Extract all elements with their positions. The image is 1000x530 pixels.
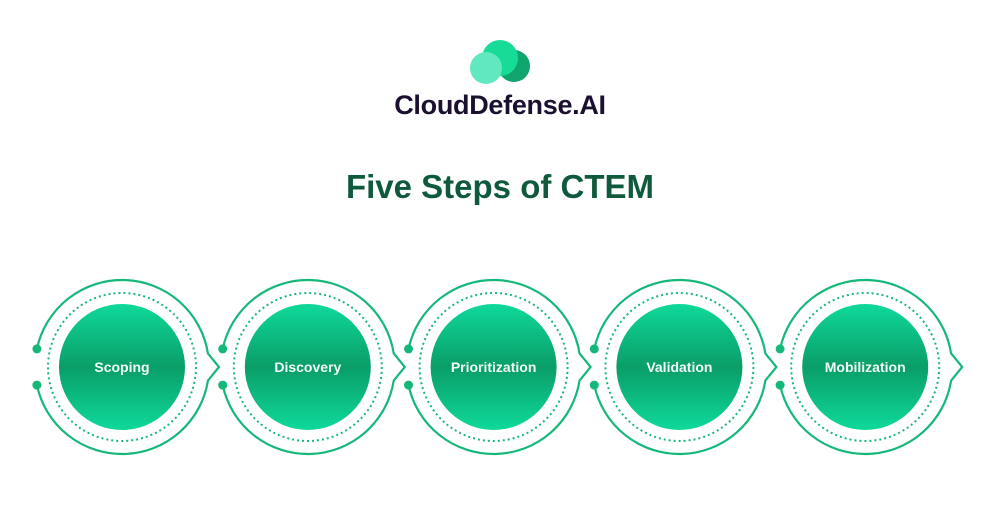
outer-ring-arrow bbox=[593, 278, 778, 456]
step-prioritization: Prioritization bbox=[404, 278, 593, 456]
step-discovery: Discovery bbox=[218, 278, 407, 456]
connector-dot-icon bbox=[775, 344, 785, 354]
step-label: Mobilization bbox=[825, 359, 906, 375]
step-circle bbox=[244, 304, 371, 430]
dotted-ring bbox=[47, 292, 197, 442]
dotted-ring bbox=[604, 292, 755, 442]
outer-ring-arrow bbox=[779, 278, 964, 456]
connector-dot-icon bbox=[589, 344, 599, 354]
step-label: Scoping bbox=[94, 359, 149, 375]
step-circle bbox=[59, 304, 185, 430]
dotted-ring bbox=[790, 292, 941, 442]
brand-name: CloudDefense.AI bbox=[394, 90, 606, 120]
step-mobilization: Mobilization bbox=[775, 278, 964, 456]
step-circle bbox=[430, 304, 557, 430]
outer-ring-arrow bbox=[35, 278, 221, 456]
connector-dot-icon bbox=[32, 380, 42, 390]
connector-dot-icon bbox=[404, 344, 414, 354]
connector-dot-icon bbox=[218, 380, 228, 390]
connector-dot-icon bbox=[218, 344, 228, 354]
outer-ring-arrow bbox=[407, 278, 593, 456]
outer-ring-arrow bbox=[221, 278, 407, 456]
dotted-ring bbox=[418, 292, 569, 442]
step-label: Discovery bbox=[274, 359, 341, 375]
connector-dot-icon bbox=[589, 380, 599, 390]
dotted-ring bbox=[232, 292, 383, 442]
step-label: Validation bbox=[646, 359, 712, 375]
step-circle bbox=[616, 304, 743, 430]
step-scoping: Scoping bbox=[32, 278, 221, 456]
step-circle bbox=[802, 304, 929, 430]
page-title: Five Steps of CTEM bbox=[345, 168, 655, 205]
ctem-steps-diagram: Scoping Discovery Prioritization Validation… bbox=[32, 278, 964, 456]
cloud-logo-icon bbox=[470, 40, 530, 84]
step-validation: Validation bbox=[589, 278, 778, 456]
connector-dot-icon bbox=[32, 344, 42, 354]
connector-dot-icon bbox=[775, 380, 785, 390]
step-label: Prioritization bbox=[451, 359, 537, 375]
connector-dot-icon bbox=[404, 380, 414, 390]
